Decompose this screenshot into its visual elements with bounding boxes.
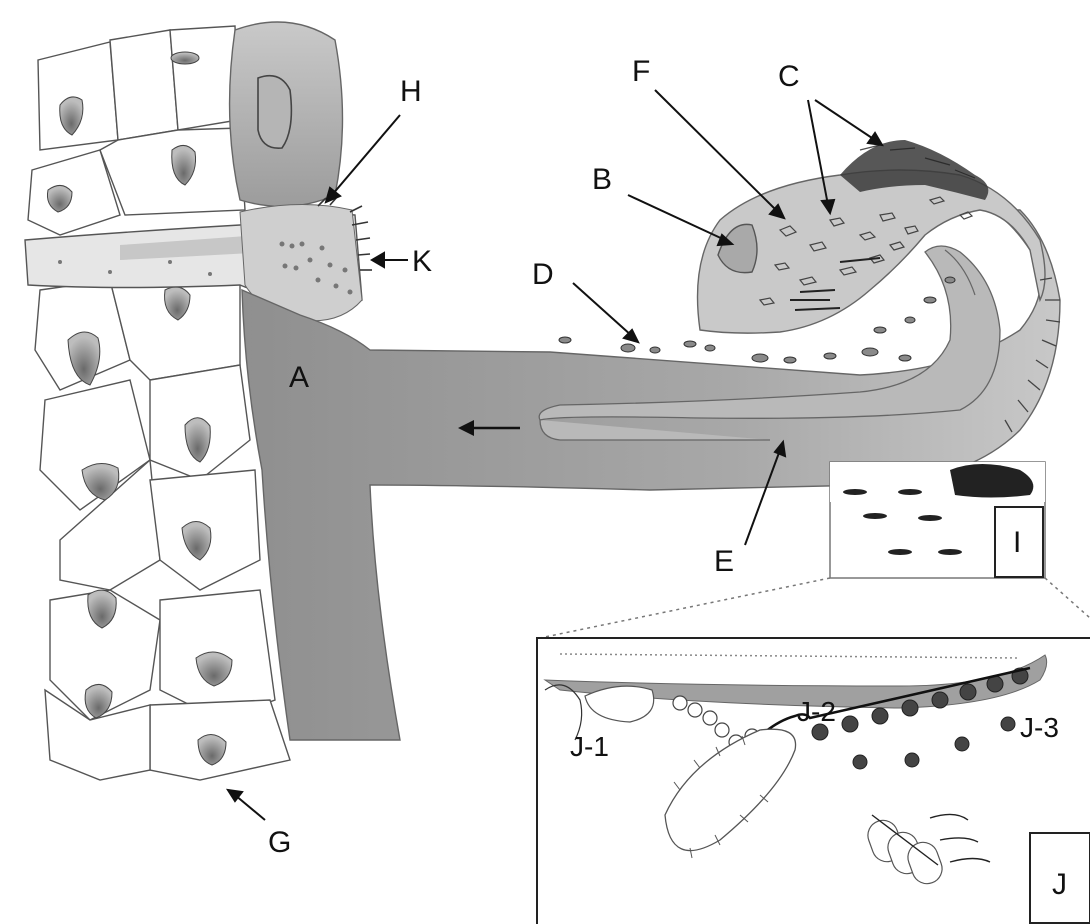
label-j-3: J-3 [1020,714,1059,742]
label-j-2: J-2 [797,698,836,726]
label-b: B [592,165,612,195]
zoom-lines [540,578,1090,638]
inset-j [537,638,1090,924]
label-e: E [714,547,734,577]
label-c: C [778,62,800,92]
label-h: H [400,77,422,107]
inset-region-box [830,462,1045,578]
label-f: F [632,57,650,87]
label-g: G [268,828,291,858]
label-d: D [532,260,554,290]
label-j-1: J-1 [570,733,609,761]
label-a: A [289,363,309,393]
label-k: K [412,247,432,277]
label-i: I [1013,528,1021,558]
top-host-cell [230,22,343,206]
label-j: J [1052,870,1067,900]
